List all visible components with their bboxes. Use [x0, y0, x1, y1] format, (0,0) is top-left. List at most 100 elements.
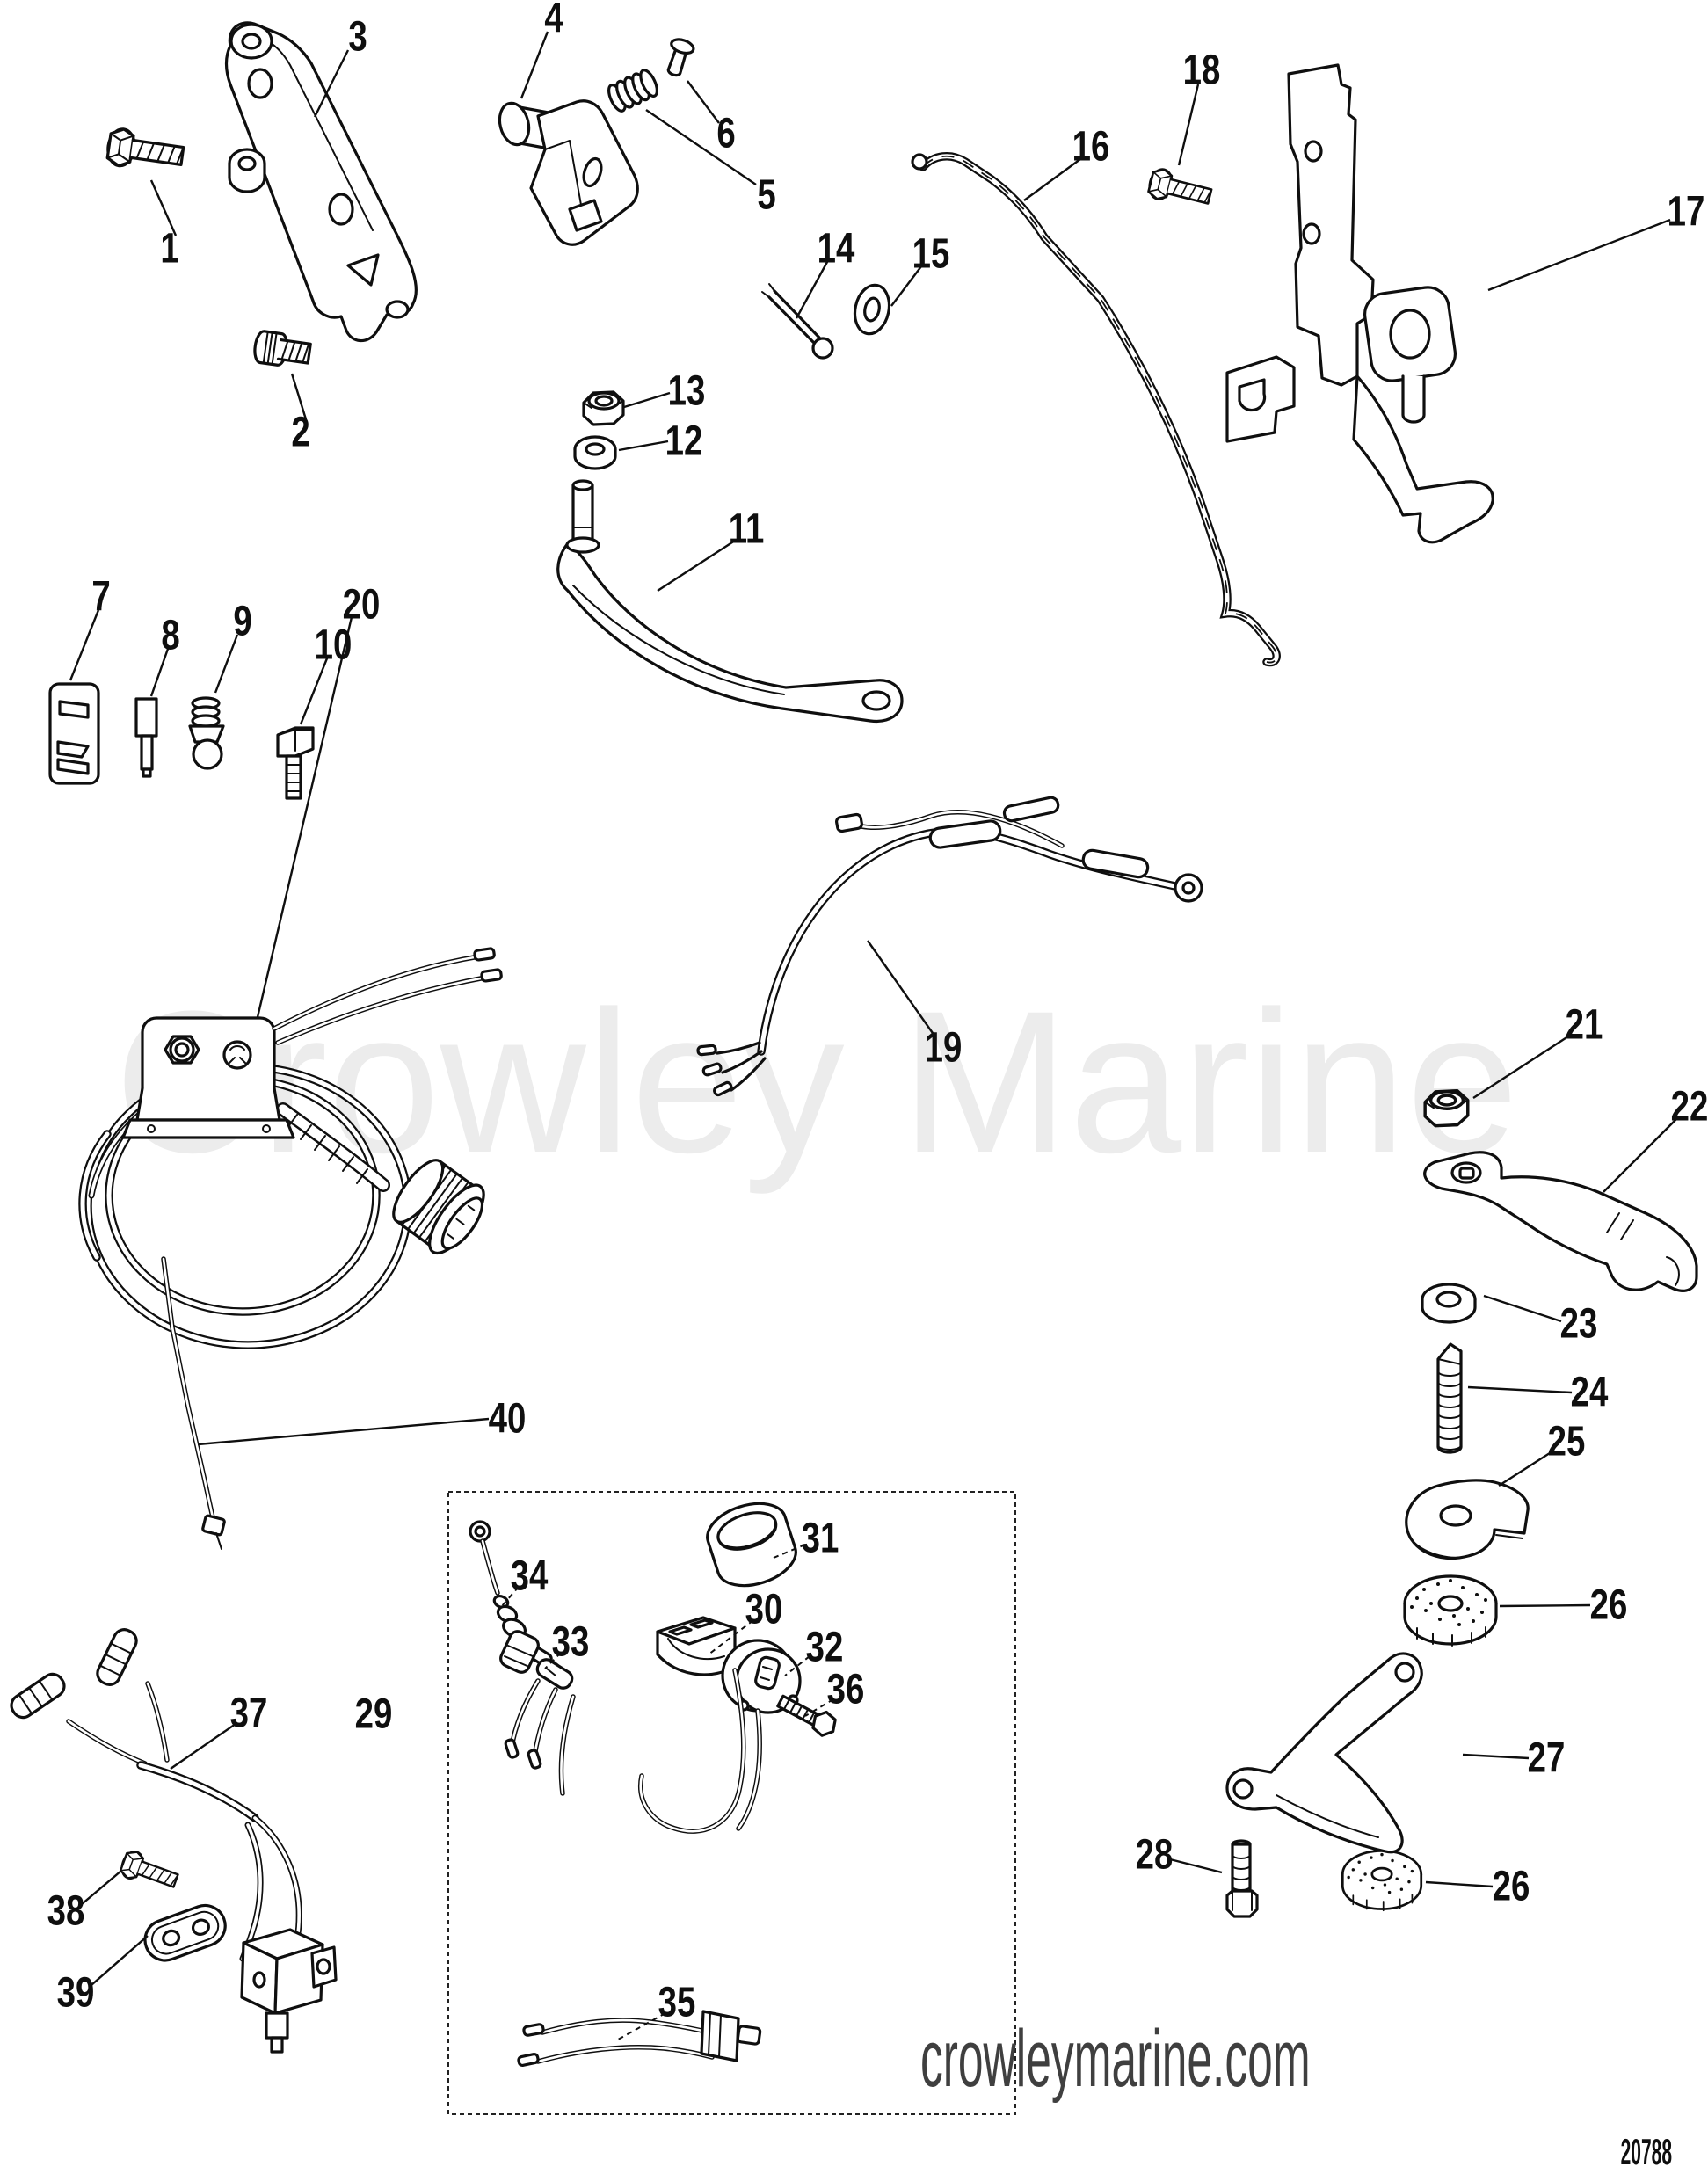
callout-31: 31	[802, 1515, 839, 1561]
leader-line-14	[795, 261, 829, 319]
part-12-washer	[573, 435, 617, 470]
callout-18: 18	[1183, 47, 1221, 93]
part-5-spring	[607, 69, 658, 113]
callout-30: 30	[745, 1586, 783, 1633]
callout-24: 24	[1571, 1369, 1609, 1415]
part-2-thumbscrew	[253, 330, 312, 367]
callout-7: 7	[91, 573, 110, 620]
leader-line-6	[687, 80, 720, 124]
leader-line-28	[1169, 1858, 1223, 1874]
callout-8: 8	[161, 612, 179, 658]
callout-9: 9	[233, 598, 251, 644]
leader-line-21	[1472, 1033, 1572, 1100]
callout-2: 2	[291, 409, 309, 455]
callout-26: 26	[1493, 1863, 1530, 1909]
callout-16: 16	[1072, 123, 1110, 170]
callout-37: 37	[230, 1690, 268, 1736]
callout-3: 3	[348, 13, 367, 60]
callout-26: 26	[1590, 1582, 1628, 1628]
callout-4: 4	[544, 0, 563, 42]
callout-22: 22	[1671, 1083, 1708, 1130]
leader-line-19	[867, 940, 935, 1036]
leader-line-32	[784, 1655, 810, 1676]
part-8-terminal	[134, 697, 158, 778]
part-39-link-plate	[143, 1903, 227, 1962]
part-11-steering-lever	[556, 479, 904, 724]
part-24-threaded-stud	[1436, 1342, 1463, 1454]
part-16-link-rod	[911, 155, 1276, 663]
part-14-cotter-pin	[761, 283, 834, 360]
callout-29: 29	[355, 1691, 393, 1737]
leader-line-7	[69, 609, 100, 681]
part-26-friction-washer	[1341, 1849, 1423, 1912]
part-34-ground-cable	[469, 1520, 540, 1674]
leader-line-9	[214, 634, 239, 694]
callout-6: 6	[716, 110, 735, 156]
callout-12: 12	[665, 418, 703, 464]
leader-line-26	[1425, 1880, 1494, 1888]
callout-19: 19	[925, 1024, 963, 1071]
callout-36: 36	[827, 1666, 865, 1713]
leader-line-40	[197, 1417, 490, 1446]
leader-line-39	[91, 1935, 149, 1986]
callout-21: 21	[1566, 1001, 1603, 1048]
part-26-friction-washer	[1403, 1574, 1498, 1647]
part-6-pin	[666, 38, 695, 77]
site-url: crowleymarine.com	[920, 2013, 1311, 2103]
part-21-locknut	[1423, 1088, 1470, 1128]
callout-39: 39	[57, 1969, 95, 2016]
part-7-anchor-clip	[48, 682, 100, 785]
leader-line-26	[1499, 1603, 1591, 1608]
part-28-bolt	[1225, 1839, 1259, 1918]
callout-40: 40	[489, 1395, 527, 1442]
leader-line-24	[1467, 1385, 1573, 1394]
callout-10: 10	[315, 622, 353, 668]
drawing-number: 20788	[1621, 2132, 1672, 2167]
leader-line-3	[313, 49, 350, 118]
part-19-wiring-harness	[696, 796, 1203, 1097]
leader-line-2	[290, 373, 308, 420]
part-37-harness-switch	[10, 1628, 338, 2054]
callout-5: 5	[757, 171, 775, 218]
leader-line-5	[645, 109, 757, 185]
part-4-cable-clamp	[498, 99, 639, 246]
leader-line-20	[256, 616, 353, 1018]
part-35-lead-wires	[517, 2010, 762, 2068]
part-17-bracket	[1225, 63, 1494, 544]
detail-box	[447, 1491, 1016, 2115]
part-36-screw	[776, 1694, 837, 1737]
callout-13: 13	[668, 367, 706, 414]
leader-line-27	[1462, 1753, 1530, 1760]
callout-34: 34	[511, 1553, 549, 1599]
callout-28: 28	[1136, 1831, 1174, 1878]
callout-15: 15	[912, 230, 950, 277]
callout-20: 20	[343, 581, 381, 628]
part-10-socket-bolt	[276, 726, 315, 800]
callout-33: 33	[552, 1618, 590, 1665]
leader-line-18	[1177, 84, 1200, 166]
part-25-latch-plate	[1405, 1479, 1530, 1560]
callout-35: 35	[658, 1979, 696, 2025]
part-15-washer	[853, 283, 891, 336]
callout-11: 11	[729, 505, 765, 552]
parts-illustration	[10, 21, 1698, 2068]
leader-line-11	[657, 539, 736, 593]
callout-25: 25	[1548, 1418, 1586, 1465]
leader-line-13	[623, 391, 671, 409]
callout-38: 38	[47, 1887, 85, 1934]
callout-14: 14	[818, 225, 855, 272]
part-23-washer	[1421, 1283, 1477, 1324]
part-9-ball-stud	[188, 696, 225, 770]
leader-line-12	[618, 440, 669, 452]
callout-32: 32	[806, 1624, 844, 1670]
part-30-switch-holder	[656, 1616, 737, 1676]
leader-line-23	[1483, 1294, 1562, 1323]
leader-line-8	[149, 648, 170, 697]
leader-line-25	[1498, 1450, 1553, 1487]
leader-line-22	[1603, 1117, 1678, 1193]
leader-line-10	[299, 658, 329, 725]
leader-line-38	[81, 1870, 122, 1905]
leader-line-33	[544, 1652, 562, 1669]
